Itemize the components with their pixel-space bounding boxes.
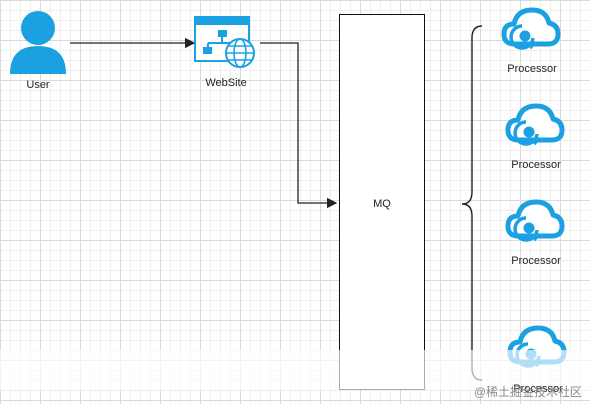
curly-brace — [461, 25, 483, 381]
cloud-processor-icon — [505, 103, 565, 146]
processor-label: Processor — [513, 383, 563, 395]
cloud-processor-icon — [505, 199, 565, 242]
processor-label: Processor — [511, 159, 561, 171]
website-icon — [194, 16, 255, 68]
cloud-processor-icon — [501, 7, 561, 50]
website-to-mq-arrow — [260, 42, 338, 209]
watermark: @稀土掘金技术社区 — [473, 385, 582, 399]
processor-label: Processor — [511, 255, 561, 267]
watermark-band — [0, 350, 590, 390]
website-label: WebSite — [205, 77, 247, 89]
mq-label: MQ — [373, 198, 391, 210]
user-label: User — [26, 79, 50, 91]
processor-label: Processor — [507, 63, 557, 75]
user-icon — [10, 11, 66, 74]
mq-box: MQ — [339, 14, 425, 390]
